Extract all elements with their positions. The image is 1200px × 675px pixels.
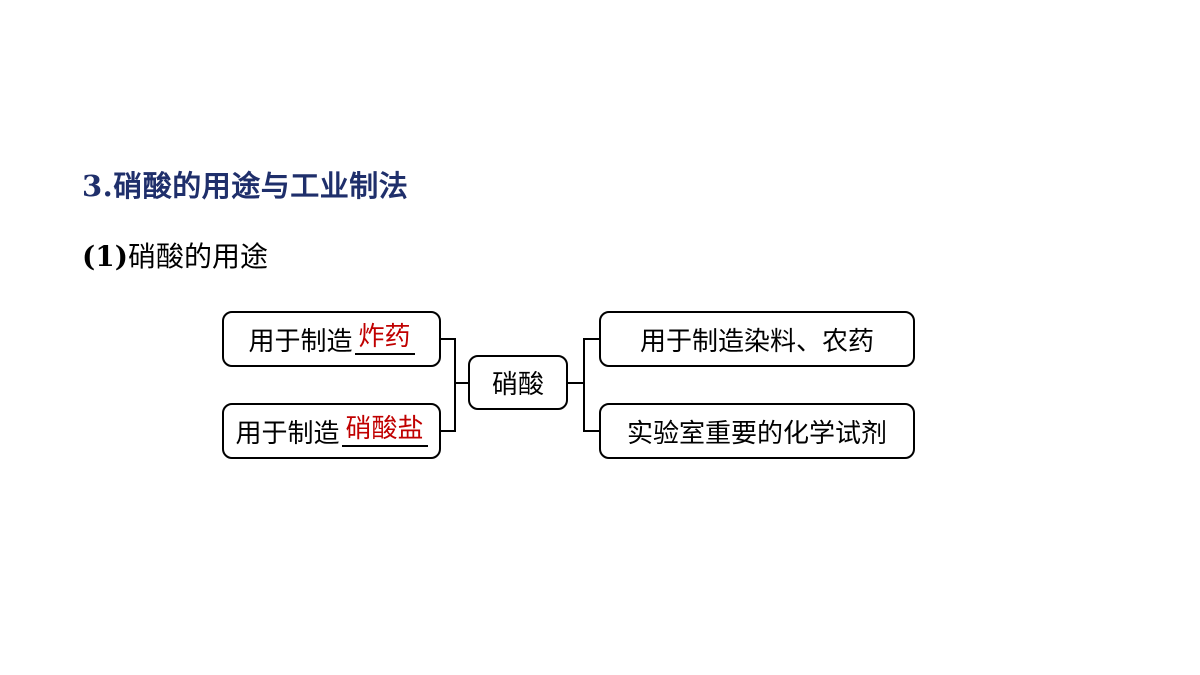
center-node-nitric-acid: 硝酸 [468,355,568,410]
use-prefix: 用于制造 [248,326,353,357]
use-box-dyes-pesticides: 用于制造染料、农药 [599,311,915,367]
subsection-number: (1) [82,240,128,273]
answer-blank-explosives: 炸药 [354,322,415,355]
right-bracket [583,338,599,432]
left-bracket [441,338,456,432]
subsection-title: 硝酸的用途 [127,240,268,273]
answer-blank-nitrates: 硝酸盐 [341,414,428,447]
use-box-nitrates: 用于制造硝酸盐 [222,403,441,459]
subsection-heading: (1)硝酸的用途 [82,235,268,275]
use-prefix: 用于制造 [235,418,340,449]
section-heading: 3.硝酸的用途与工业制法 [82,169,409,203]
use-box-lab-reagent: 实验室重要的化学试剂 [599,403,915,459]
use-box-explosives: 用于制造炸药 [222,311,441,367]
